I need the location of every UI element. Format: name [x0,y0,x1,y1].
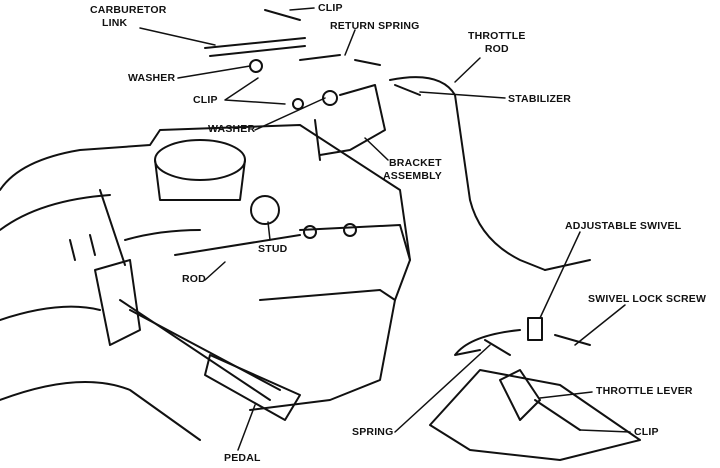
label-bracket-assembly: BRACKET ASSEMBLY [383,157,442,183]
label-washer-lower: WASHER [208,123,256,135]
linkage-parts [204,9,421,161]
label-clip-bottom: CLIP [634,426,659,438]
label-bracket-assembly-line2: ASSEMBLY [383,170,442,182]
throttle-lever-assembly [429,369,641,461]
label-throttle-lever: THROTTLE LEVER [596,385,693,397]
label-carburetor-link-line1: CARBURETOR [90,4,167,16]
label-return-spring: RETURN SPRING [330,20,420,32]
label-clip-top: CLIP [318,2,343,14]
label-stabilizer: STABILIZER [508,93,572,105]
label-rod: ROD [182,273,206,285]
label-throttle-rod-line2: ROD [484,43,509,55]
label-stud: STUD [258,243,288,255]
engine-outline [0,124,411,441]
leader-lines [139,7,631,451]
throttle-rod [389,76,591,356]
label-clip-mid: CLIP [193,94,218,106]
label-carburetor-link: CARBURETOR LINK [90,4,166,30]
label-carburetor-link-line2: LINK [102,17,128,29]
label-adjustable-swivel: ADJUSTABLE SWIVEL [565,220,682,232]
label-pedal: PEDAL [224,452,261,464]
label-throttle-rod: THROTTLE ROD [468,30,526,56]
pedal-assembly [94,189,301,421]
label-bracket-assembly-line1: BRACKET [389,157,442,169]
label-washer-upper: WASHER [128,72,176,84]
label-throttle-rod-line1: THROTTLE [468,30,526,42]
label-swivel-lock-screw: SWIVEL LOCK SCREW [588,293,707,305]
label-spring: SPRING [352,426,394,438]
